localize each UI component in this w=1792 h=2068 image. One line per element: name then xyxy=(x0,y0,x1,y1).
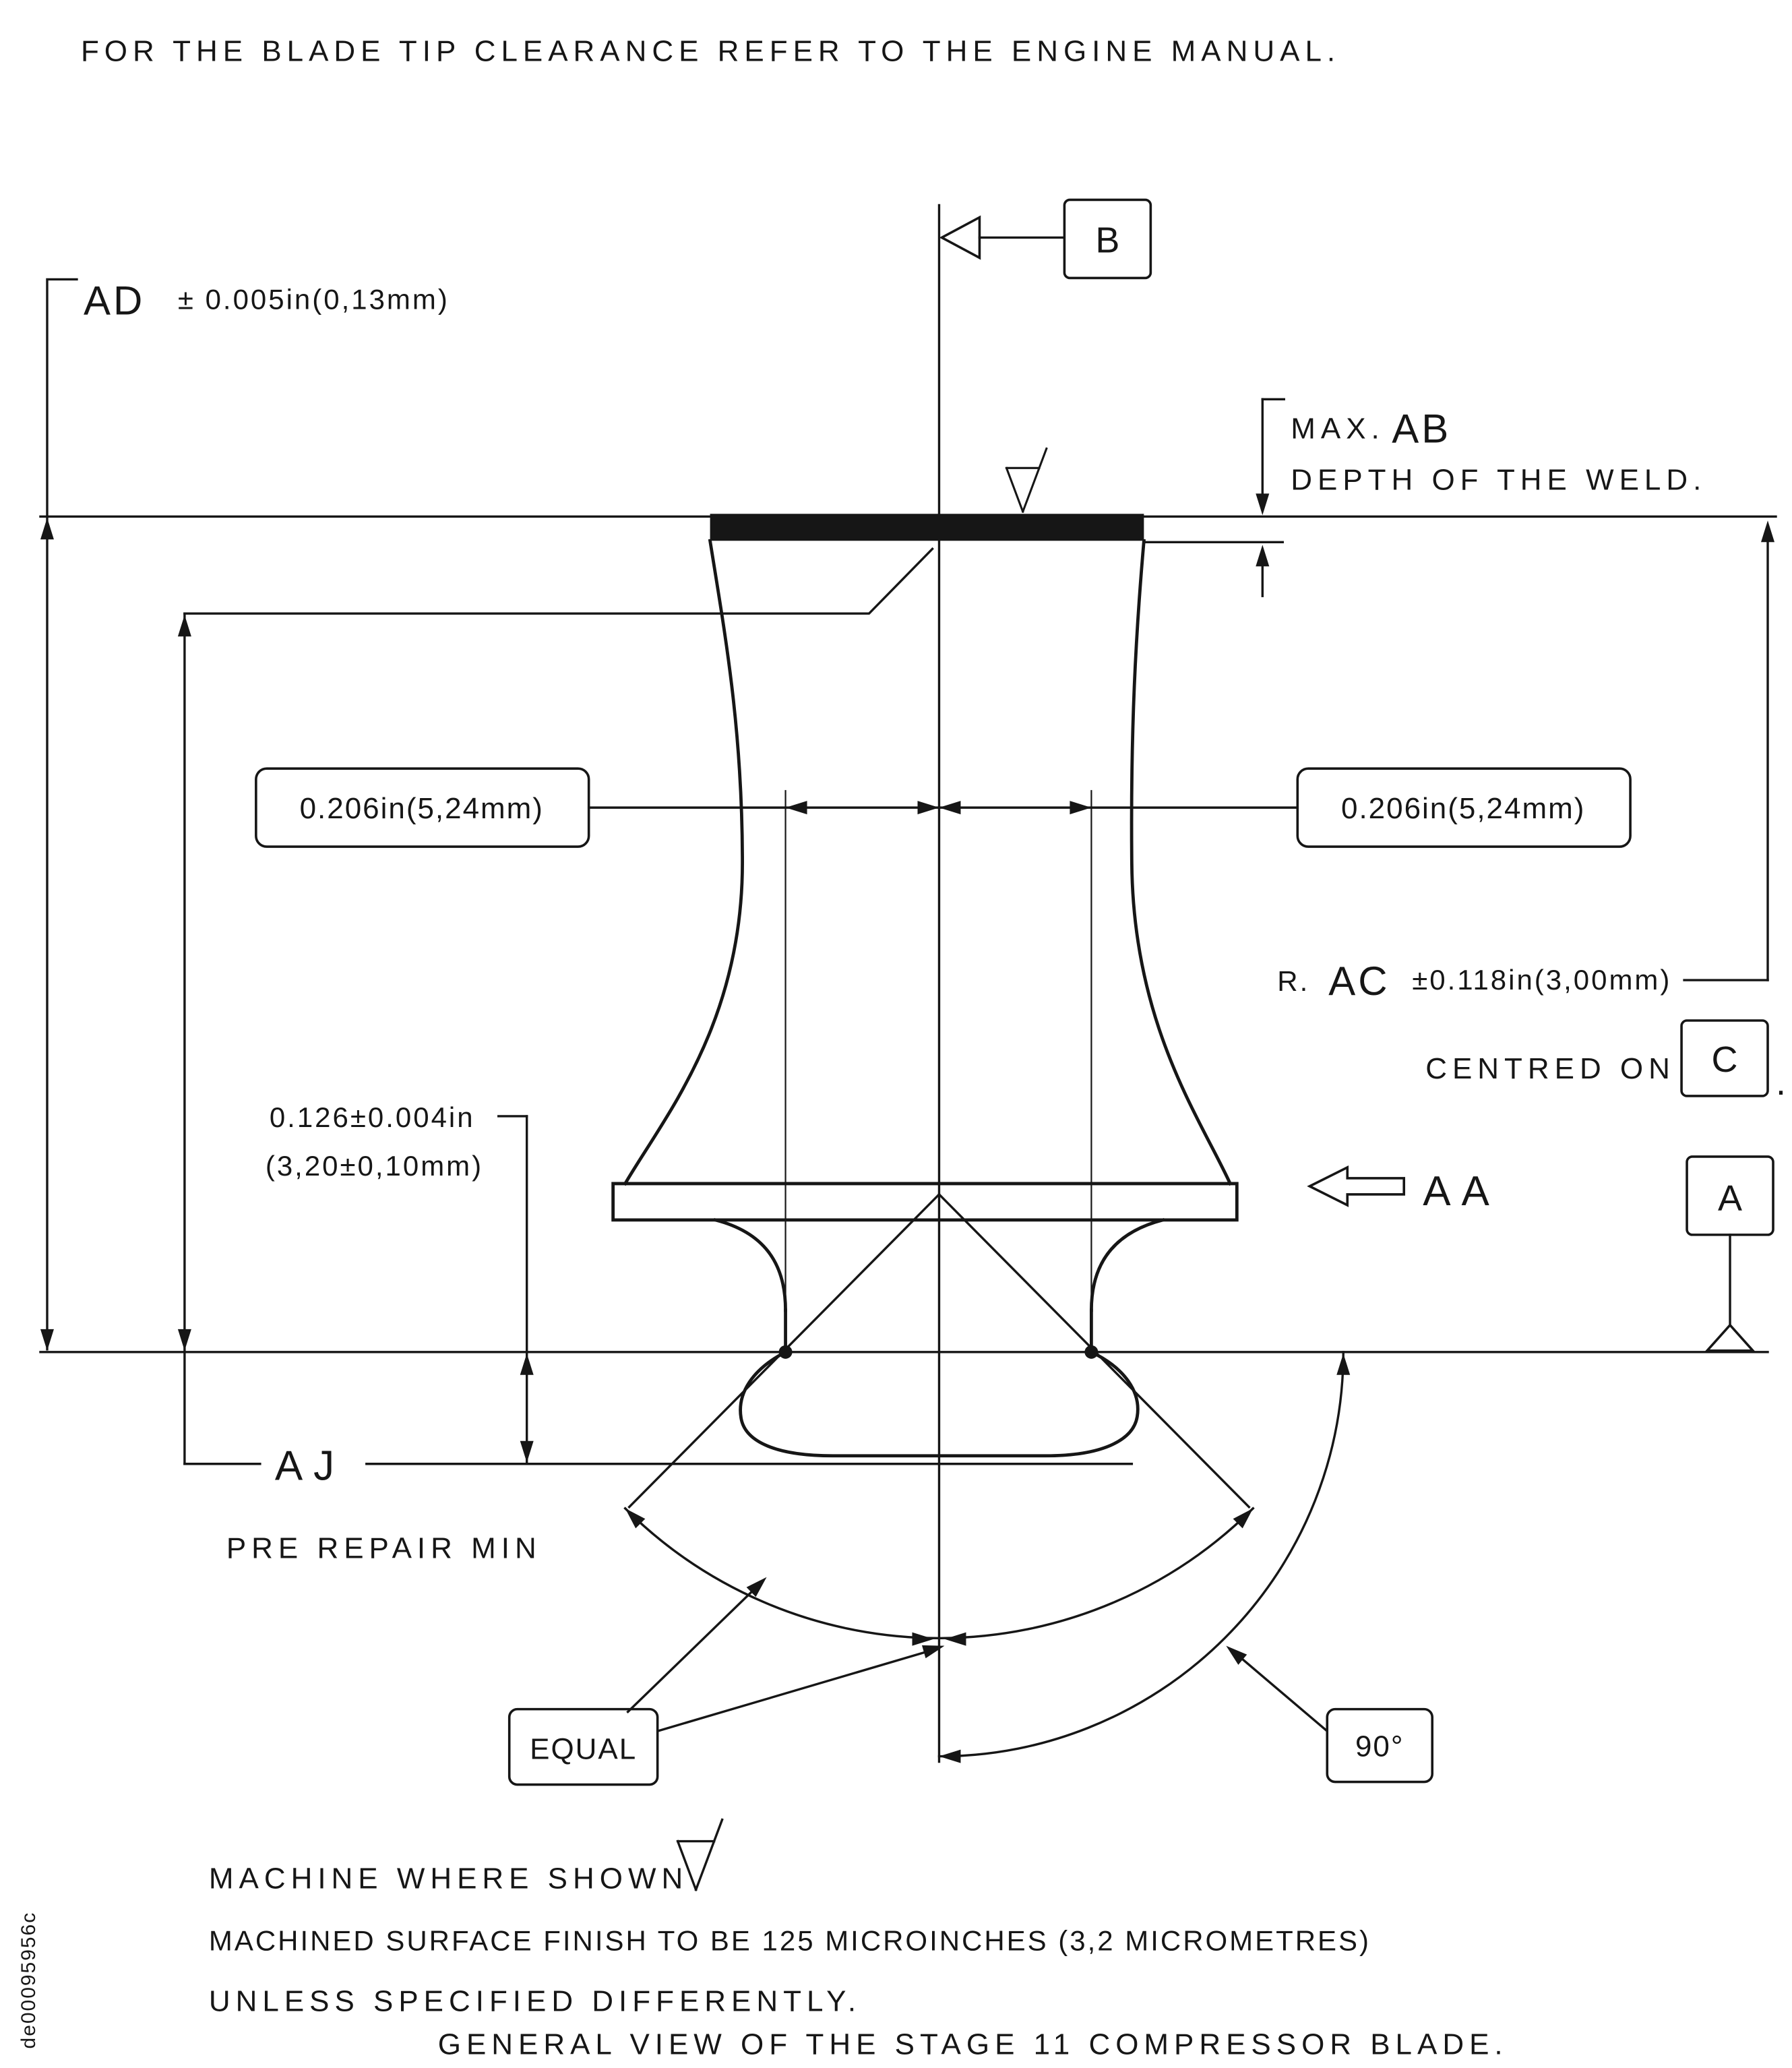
datum-b-label: B xyxy=(1095,220,1119,260)
root-construction-lines xyxy=(627,1192,1251,1509)
aj-dimension: AJ PRE REPAIR MIN xyxy=(177,547,934,1565)
ab-prefix: MAX. xyxy=(1291,412,1384,445)
blade-outline xyxy=(611,539,1239,1458)
datum-a-label: A xyxy=(1718,1178,1742,1219)
ab-label: AB xyxy=(1392,406,1451,451)
ninety-degree-arc: 90° xyxy=(937,1351,1434,1784)
platform xyxy=(611,1182,1239,1222)
datum-c-label: C xyxy=(1712,1039,1738,1080)
equal-angle-arc xyxy=(620,1503,1258,1646)
chord-dimension-left: 0.206in(5,24mm) xyxy=(255,767,941,848)
datum-flag-b-icon xyxy=(939,215,981,260)
datum-triangle-a-icon xyxy=(1704,1323,1756,1352)
finish-note: MACHINED SURFACE FINISH TO BE 125 MICROI… xyxy=(209,1924,1371,1956)
ab-caption: DEPTH OF THE WELD. xyxy=(1291,463,1706,496)
view-direction-arrow-icon xyxy=(1307,1165,1406,1207)
view-direction: AA xyxy=(1307,1165,1500,1215)
ninety-degree-box xyxy=(1326,1707,1434,1784)
centred-on-period: . xyxy=(1776,1062,1786,1103)
unless-note: UNLESS SPECIFIED DIFFERENTLY. xyxy=(209,1984,861,2017)
root-dim-line2: (3,20±0,10mm) xyxy=(266,1150,483,1182)
ad-tolerance: ± 0.005in(0,13mm) xyxy=(178,283,450,315)
ac-tolerance: ±0.118in(3,00mm) xyxy=(1412,964,1671,996)
datum-b: B xyxy=(939,198,1152,280)
top-note: FOR THE BLADE TIP CLEARANCE REFER TO THE… xyxy=(81,35,1340,68)
view-label: AA xyxy=(1423,1168,1500,1215)
root-stock-dimension: 0.126±0.004in (3,20±0,10mm) xyxy=(266,1101,1134,1465)
drawing-caption: GENERAL VIEW OF THE STAGE 11 COMPRESSOR … xyxy=(438,2028,1508,2061)
chord-left-value: 0.206in(5,24mm) xyxy=(300,792,544,825)
chord-dimension-right: 0.206in(5,24mm) xyxy=(937,767,1632,848)
machine-note: MACHINE WHERE SHOWN xyxy=(209,1862,688,1895)
chord-reference-lines xyxy=(784,790,1092,1352)
ad-label: AD xyxy=(84,278,145,323)
datum-a: A xyxy=(1686,1155,1774,1352)
ab-dimension: MAX. AB DEPTH OF THE WELD. xyxy=(1256,398,1706,597)
centred-on-label: CENTRED ON xyxy=(1425,1052,1675,1085)
ac-prefix: R. xyxy=(1277,965,1309,997)
ninety-degree-label: 90° xyxy=(1355,1730,1404,1763)
weld-cap xyxy=(710,447,1284,543)
chord-right-value: 0.206in(5,24mm) xyxy=(1341,792,1585,825)
equal-label: EQUAL xyxy=(530,1733,637,1766)
datum-b-box xyxy=(1063,198,1152,280)
ac-dimension: R. AC ±0.118in(3,00mm) CENTRED ON C . xyxy=(1277,520,1786,1103)
root-dim-line1: 0.126±0.004in xyxy=(270,1101,475,1133)
aj-label: AJ xyxy=(275,1443,345,1490)
machining-notes: MACHINE WHERE SHOWN MACHINED SURFACE FIN… xyxy=(209,1818,1371,2017)
doc-number: de00095956c xyxy=(18,1912,40,2049)
surface-finish-icon xyxy=(1005,447,1048,513)
root-bulb xyxy=(739,1349,1140,1458)
equal-callout: EQUAL xyxy=(507,1572,947,1786)
aj-caption: PRE REPAIR MIN xyxy=(226,1532,542,1565)
ac-label: AC xyxy=(1328,959,1390,1004)
ad-dimension: AD ± 0.005in(0,13mm) xyxy=(40,278,450,1351)
datum-c-box xyxy=(1680,1019,1769,1097)
equal-box xyxy=(507,1707,659,1786)
